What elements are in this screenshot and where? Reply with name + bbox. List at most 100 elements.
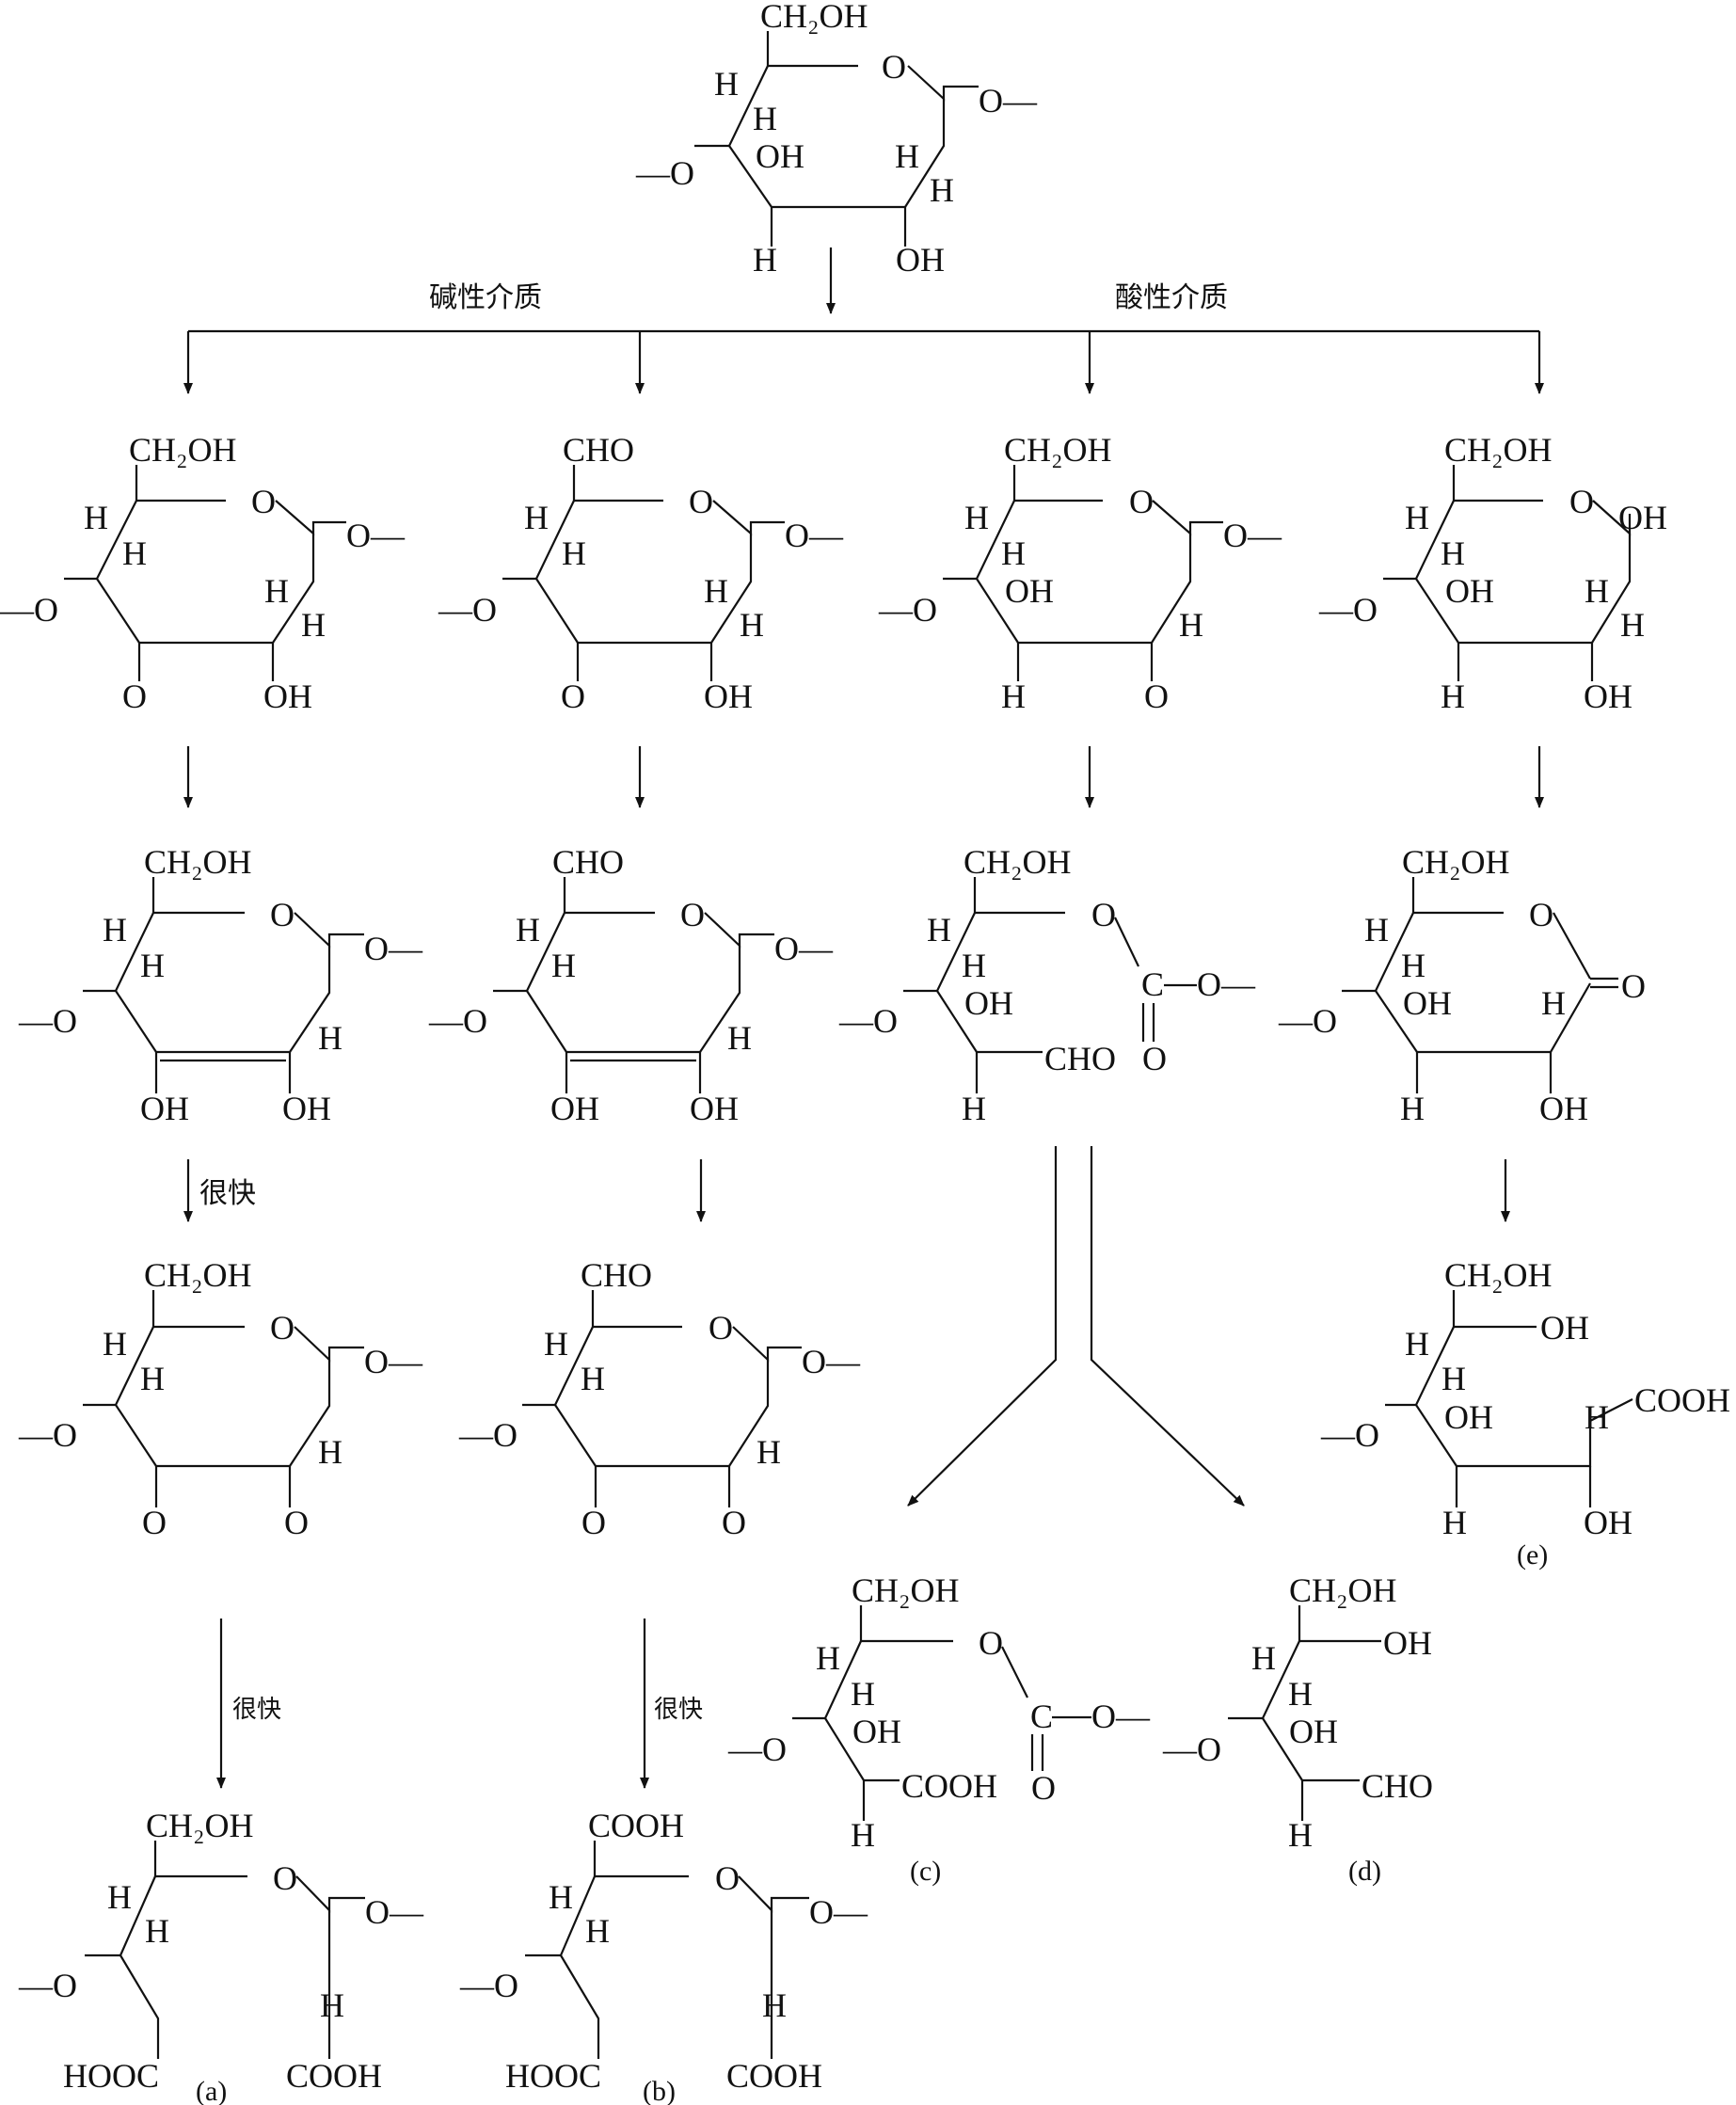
- atom-label: O: [273, 1859, 297, 1897]
- atom-label: CH₂OH: [1004, 431, 1112, 469]
- atom-label: OH: [140, 1090, 189, 1127]
- atom-label: COOH: [588, 1807, 684, 1844]
- atom-label: H: [140, 1360, 165, 1397]
- atom-label: H: [1364, 911, 1389, 949]
- atom-label: H: [964, 499, 989, 536]
- atom-label: O: [251, 483, 276, 520]
- structure-c-bonds: [792, 1605, 1091, 1821]
- atom-label: —O: [459, 1967, 518, 2004]
- structure-r3c2-bonds: [522, 1290, 802, 1507]
- atom-label: H: [962, 1090, 986, 1127]
- atom-label: H: [1541, 984, 1566, 1022]
- atom-label: H: [753, 241, 777, 279]
- structure-r1c1-bonds: [64, 465, 346, 681]
- atom-label: OH: [896, 241, 945, 279]
- atom-label: CHO: [552, 843, 624, 881]
- atom-label: O—: [802, 1343, 861, 1380]
- label-alkaline: 碱性介质: [429, 281, 542, 314]
- atom-label: H: [524, 499, 549, 536]
- atom-label: H: [1288, 1675, 1313, 1713]
- atom-label: —O: [727, 1730, 787, 1768]
- atom-label: OH: [1584, 1504, 1632, 1541]
- atom-label: CHO: [1044, 1040, 1116, 1077]
- atom-label: H: [714, 65, 739, 103]
- atom-label: H: [301, 606, 326, 644]
- atom-label: O—: [1223, 517, 1282, 554]
- atom-label: COOH: [901, 1767, 997, 1805]
- structure-r1c3-bonds: [943, 465, 1223, 681]
- atom-label: OH: [756, 137, 804, 175]
- caption-b: (b): [643, 2076, 676, 2105]
- atom-label: H: [140, 947, 165, 984]
- atom-label: H: [551, 947, 576, 984]
- atom-label: O: [142, 1504, 167, 1541]
- atom-label: H: [145, 1912, 169, 1950]
- atom-label: H: [320, 1986, 344, 2024]
- atom-label: H: [585, 1912, 610, 1950]
- atom-label: H: [1585, 572, 1609, 610]
- condition-labels: 碱性介质 酸性介质 很快 很快 很快: [199, 281, 1228, 1724]
- atom-label: OH: [1540, 1309, 1589, 1347]
- atom-label: H: [1441, 534, 1465, 572]
- atom-label: O—: [364, 930, 423, 967]
- atom-label: H: [549, 1878, 573, 1916]
- atom-label: O: [1091, 896, 1116, 933]
- atom-label: CH₂OH: [1444, 1256, 1553, 1294]
- atom-label: OH: [1618, 499, 1667, 536]
- atom-label: CH₂OH: [964, 843, 1072, 881]
- atom-label: H: [562, 534, 586, 572]
- atom-label: O—: [1091, 1698, 1151, 1735]
- atom-label: CHO: [563, 431, 634, 469]
- atom-label: H: [107, 1878, 132, 1916]
- atom-label: CH₂OH: [144, 1256, 252, 1294]
- atom-label: CH₂OH: [852, 1571, 960, 1609]
- atom-label: O: [689, 483, 713, 520]
- atom-label: H: [740, 606, 764, 644]
- atom-label: H: [851, 1816, 875, 1854]
- atom-label: CH₂OH: [144, 843, 252, 881]
- atom-label: CH₂OH: [1402, 843, 1510, 881]
- atom-label: O: [680, 896, 705, 933]
- atom-label: H: [103, 911, 127, 949]
- atom-label: O—: [774, 930, 834, 967]
- atom-label: OH: [1403, 984, 1452, 1022]
- atom-label: H: [851, 1675, 875, 1713]
- atom-label: O—: [809, 1893, 868, 1931]
- atom-label: H: [1288, 1816, 1313, 1854]
- atom-label: O: [709, 1309, 733, 1347]
- atom-label: O—: [785, 517, 844, 554]
- atom-label: H: [927, 911, 951, 949]
- atom-label: H: [1001, 678, 1026, 715]
- atom-label: H: [757, 1433, 781, 1471]
- atom-label: H: [762, 1986, 787, 2024]
- atom-label: H: [1001, 534, 1026, 572]
- label-fast-2: 很快: [232, 1696, 281, 1724]
- atom-label: —O: [458, 1416, 518, 1454]
- atom-label: O: [581, 1504, 606, 1541]
- caption-a: (a): [196, 2076, 227, 2105]
- atom-label: H: [1620, 606, 1645, 644]
- atom-label: H: [1442, 1504, 1467, 1541]
- structure-r2c3-bonds: [903, 877, 1197, 1093]
- atom-label: H: [544, 1325, 568, 1363]
- atom-label: OH: [1005, 572, 1054, 610]
- atom-label: OH: [263, 678, 312, 715]
- atom-label: OH: [550, 1090, 599, 1127]
- atom-label: H: [318, 1019, 342, 1057]
- structure-a-bonds: [85, 1841, 365, 2059]
- atom-label: OH: [690, 1090, 739, 1127]
- structure-e-bonds: [1385, 1290, 1633, 1507]
- atom-label: H: [1585, 1398, 1609, 1436]
- atom-label: H: [1405, 1325, 1429, 1363]
